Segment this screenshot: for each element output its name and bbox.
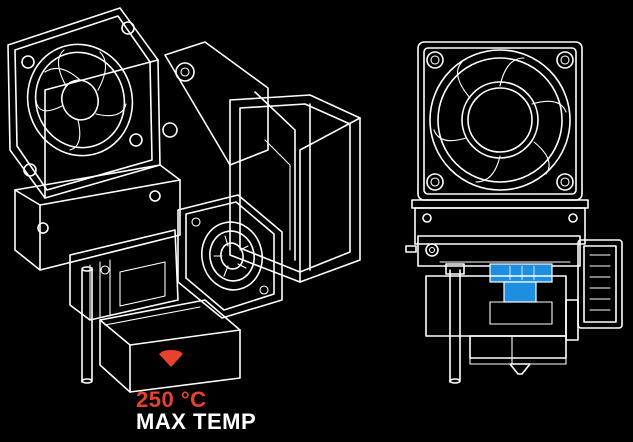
fan-icon [417,41,583,201]
heatsink [69,229,179,321]
heatbreak [489,263,553,303]
filament-rod [81,266,93,384]
fan-icon [7,7,161,199]
max-temperature-value: 250 °C [136,387,207,412]
heater-block [99,299,241,393]
heater-block [469,335,567,365]
housing-block [405,235,581,267]
caption: 250 °C MAX TEMP [136,389,256,433]
nozzle-icon [509,363,531,375]
max-temperature-label: MAX TEMP [136,409,257,434]
right-hotend-side-view [405,41,623,384]
nozzle-icon [159,350,183,367]
left-hotend-isometric [7,7,361,393]
extruder-motor-body [162,41,361,283]
mounting-plate [14,164,181,271]
side-fan-icon [565,239,623,341]
small-fan-icon [177,194,283,319]
mounting-plate [411,199,589,245]
